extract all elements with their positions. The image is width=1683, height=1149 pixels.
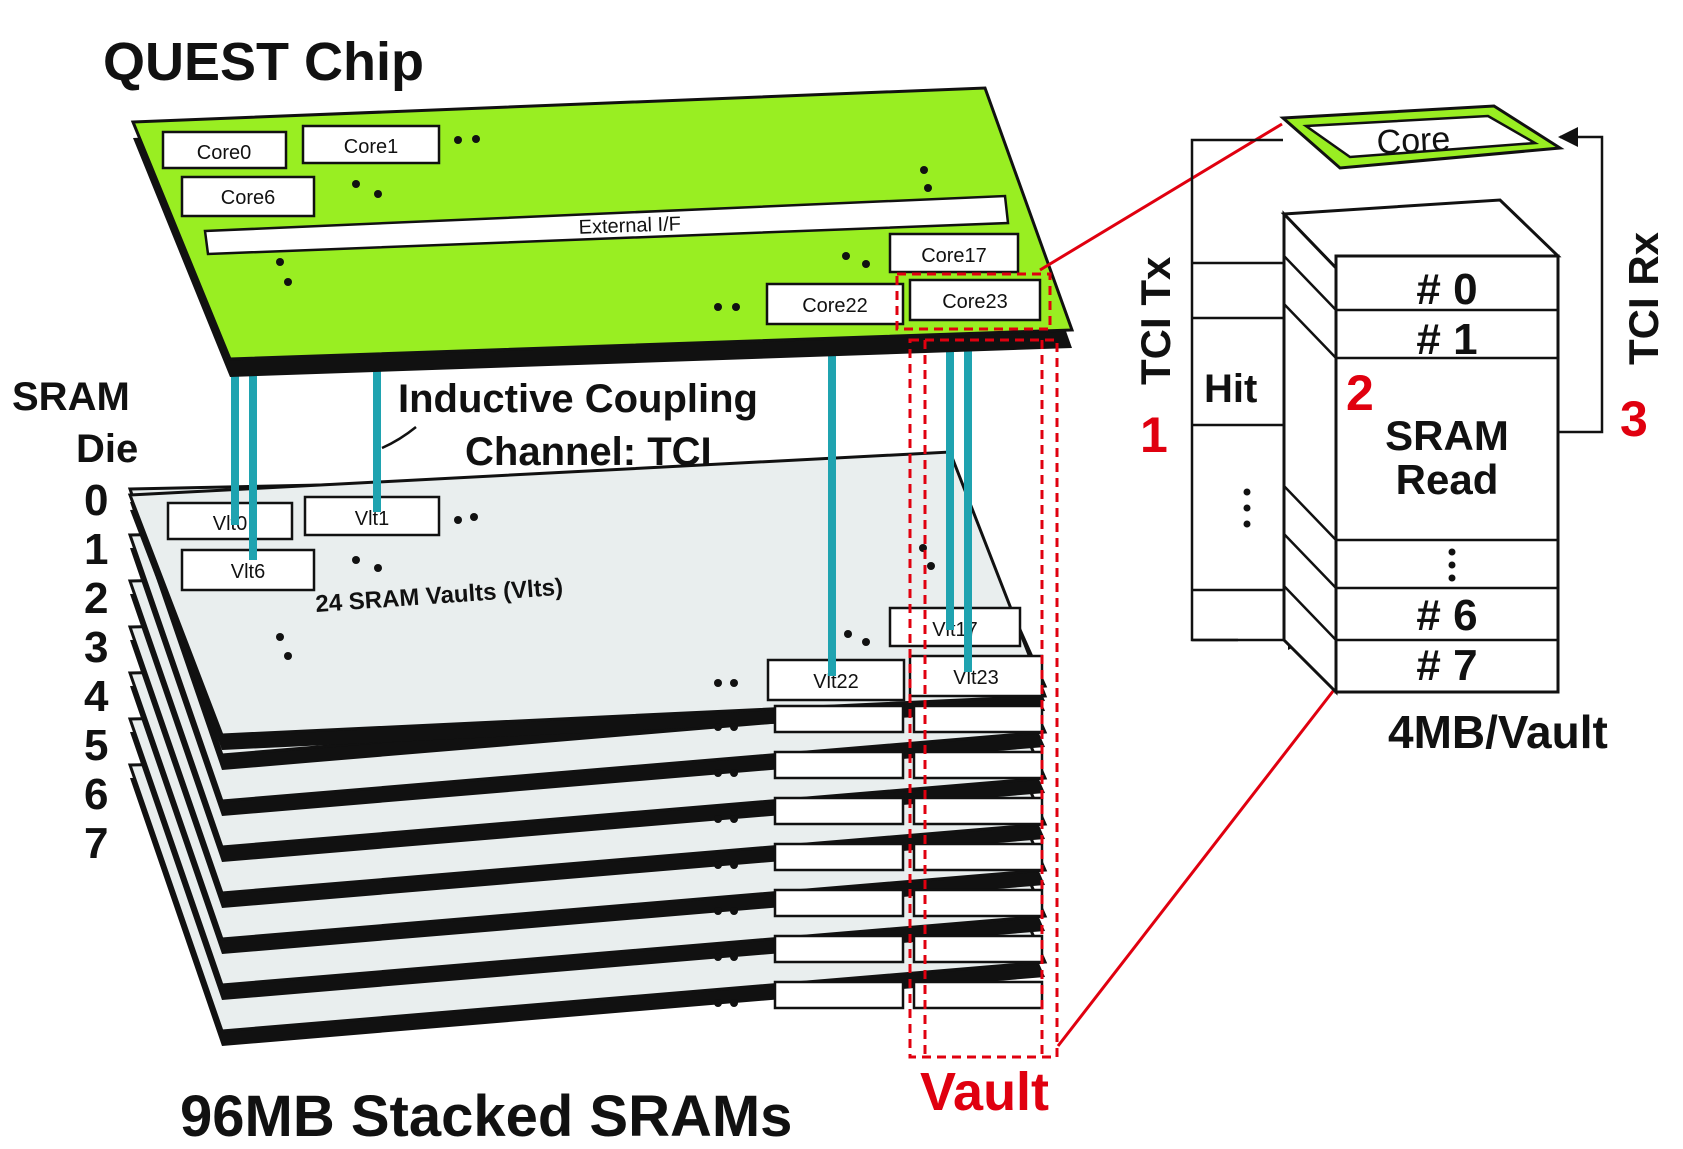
- vault-detail: Core: [1039, 104, 1667, 1047]
- die-number-0: 0: [84, 476, 108, 525]
- tci-rx-path: [1558, 127, 1604, 434]
- vault-vlt23: Vlt23: [908, 654, 1044, 698]
- core-core0: Core0: [161, 130, 288, 170]
- zoom-line-bottom: [1056, 685, 1339, 1047]
- quest-chip-plane: Core0 Core1 Core6 External I/F Core17 Co…: [130, 86, 1075, 377]
- die-number-6: 6: [84, 770, 108, 819]
- sram-stack: [127, 450, 1048, 1046]
- sram-read-line1: SRAM: [1385, 412, 1509, 459]
- die-number-3: 3: [84, 623, 108, 672]
- die-number-1: 1: [84, 525, 108, 574]
- svg-text:External I/F: External I/F: [578, 213, 681, 239]
- svg-text:Vlt0: Vlt0: [213, 513, 247, 535]
- sram-die-0: [127, 450, 1048, 750]
- vault-vlt6: Vlt6: [180, 548, 316, 592]
- svg-text:Vlt6: Vlt6: [231, 561, 265, 583]
- vault-vlt1: Vlt1: [303, 495, 441, 537]
- tci-callout: Inductive Coupling Channel: TCI: [381, 377, 758, 474]
- chip-ellipsis-dots: [276, 135, 932, 311]
- vault-vlt0: Vlt0: [166, 501, 294, 541]
- svg-text:Core0: Core0: [197, 142, 251, 164]
- core-core22: Core22: [765, 282, 905, 326]
- svg-text:Vlt22: Vlt22: [813, 671, 859, 693]
- bank-0: # 0: [1416, 265, 1477, 314]
- svg-text:Core: Core: [1376, 120, 1452, 162]
- svg-text:Core22: Core22: [802, 295, 868, 317]
- core-core6: Core6: [180, 175, 316, 218]
- bottom-title: 96MB Stacked SRAMs: [180, 1084, 792, 1144]
- tci-rx-label: TCI Rx: [1620, 231, 1667, 365]
- sram-die-label-1: SRAM: [12, 375, 130, 419]
- tci-label-line1: Inductive Coupling: [398, 377, 758, 421]
- bus-ellipsis: [1243, 488, 1251, 528]
- sram-read-line2: Read: [1396, 456, 1499, 503]
- sram-die-label-2: Die: [76, 427, 138, 471]
- core-core1: Core1: [301, 124, 441, 165]
- tci-tx-label: TCI Tx: [1132, 256, 1179, 385]
- sram-vault-block: # 0 # 1 SRAM Read # 6 # 7: [1280, 198, 1562, 696]
- vault-label: Vault: [920, 1062, 1049, 1122]
- detail-core: Core: [1279, 104, 1565, 170]
- svg-text:Core6: Core6: [221, 187, 275, 209]
- svg-text:Vlt1: Vlt1: [355, 508, 389, 530]
- die-number-2: 2: [84, 574, 108, 623]
- svg-text:Core17: Core17: [921, 245, 987, 267]
- die-number-labels: 0 1 2 3 4 5 6 7: [84, 476, 109, 868]
- zoom-line-top: [1039, 122, 1283, 272]
- vault-highlight: [895, 272, 1059, 1059]
- page-title: QUEST Chip: [103, 32, 424, 92]
- hit-label: Hit: [1204, 367, 1257, 411]
- ellipsis-dots: [276, 513, 935, 687]
- bank-1: # 1: [1416, 315, 1477, 364]
- svg-text:Core1: Core1: [344, 136, 398, 158]
- tci-channels: [231, 345, 972, 676]
- tci-label-line2: Channel: TCI: [465, 430, 712, 474]
- vault-vlt22: Vlt22: [766, 658, 906, 702]
- svg-text:Core23: Core23: [942, 291, 1008, 313]
- core-core23: Core23: [908, 278, 1042, 322]
- capacity-label: 4MB/Vault: [1388, 706, 1608, 758]
- step-3: 3: [1620, 391, 1648, 447]
- step-1: 1: [1140, 407, 1168, 463]
- bank-ellipsis: [1448, 548, 1456, 582]
- external-if-bar: External I/F: [203, 194, 1010, 256]
- core-core17: Core17: [888, 232, 1020, 274]
- step-2: 2: [1346, 365, 1374, 421]
- svg-text:Vlt23: Vlt23: [953, 667, 999, 689]
- bank-7: # 7: [1416, 641, 1477, 690]
- die-number-4: 4: [84, 672, 109, 721]
- die-number-7: 7: [84, 819, 108, 868]
- bank-6: # 6: [1416, 591, 1477, 640]
- die-number-5: 5: [84, 721, 108, 770]
